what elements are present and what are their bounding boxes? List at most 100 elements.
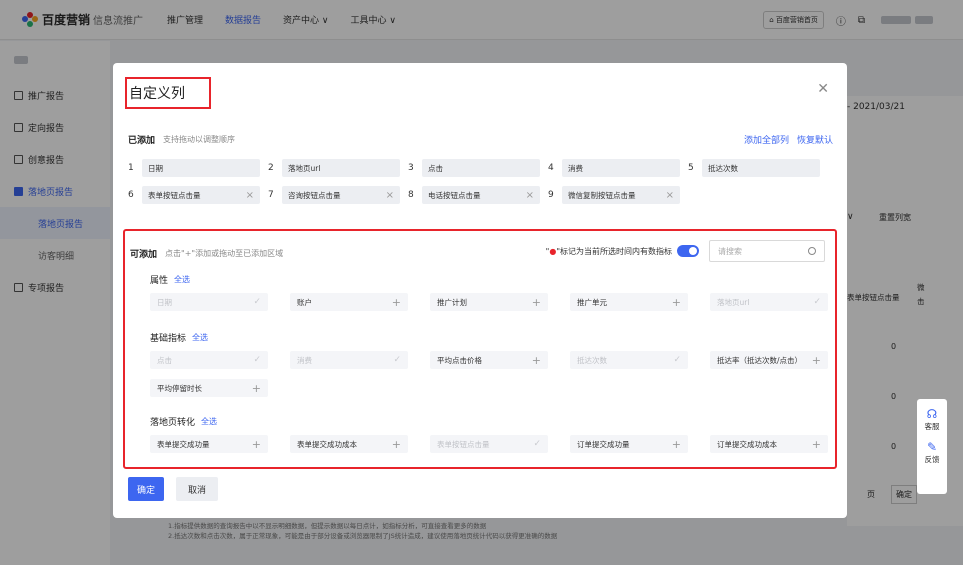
top-navbar: 百度营销 信息流推广 推广管理 数据报告 资产中心 ∨ 工具中心 ∨ ⌂ 百度营销首页…: [0, 0, 963, 40]
check-icon: ✓: [673, 355, 681, 365]
added-column-chip[interactable]: 日期: [142, 159, 260, 177]
remove-icon[interactable]: ×: [385, 189, 394, 201]
added-column-chip[interactable]: 消费: [562, 159, 680, 177]
restore-default-link[interactable]: 恢复默认: [796, 136, 833, 146]
search-icon[interactable]: [808, 247, 816, 255]
nav-item[interactable]: 资产中心 ∨: [283, 16, 329, 26]
option-label: 推广单元: [577, 297, 607, 307]
added-column-chip[interactable]: 抵达次数: [702, 159, 820, 177]
chip-label: 电话按钮点击量: [428, 190, 481, 200]
added-column-chip[interactable]: 落地页url: [282, 159, 400, 177]
nav-item[interactable]: 推广管理: [167, 16, 204, 26]
available-column-option[interactable]: 订单提交成功量+: [570, 435, 688, 453]
plus-icon[interactable]: +: [251, 437, 261, 451]
added-column-chip[interactable]: 咨询按钮点击量×: [282, 186, 400, 204]
available-column-option[interactable]: 表单提交成功成本 +: [290, 435, 408, 453]
copy-icon[interactable]: ⧉: [857, 14, 865, 26]
nav-item[interactable]: 工具中心 ∨: [350, 16, 396, 26]
sidebar-item[interactable]: 推广报告: [0, 79, 110, 111]
plus-icon[interactable]: +: [811, 353, 821, 367]
sidebar-item[interactable]: 创意报告: [0, 143, 110, 175]
available-column-option: 日期✓: [150, 293, 268, 311]
footnote: 2.抵达次数和点击次数，属于正常现象，可能是由于部分设备或浏览器限制了JS统计造…: [168, 532, 558, 540]
option-label: 抵达次数: [577, 355, 607, 365]
plus-icon[interactable]: +: [391, 295, 401, 309]
option-label: 推广计划: [437, 297, 467, 307]
available-column-option[interactable]: 平均点击价格+: [430, 351, 548, 369]
select-all-link[interactable]: 全选: [192, 333, 209, 342]
help-icon[interactable]: ⓘ: [835, 16, 846, 28]
available-column-option: 表单按钮点击量✓: [430, 435, 548, 453]
available-column-option[interactable]: 推广单元 +: [570, 293, 688, 311]
column-index: 6: [128, 190, 134, 200]
check-icon: ✓: [813, 297, 821, 307]
group-label: 属性全选: [150, 273, 190, 286]
floating-support-panel: ☊客服 ✎反馈: [917, 399, 947, 494]
plus-icon[interactable]: +: [391, 437, 401, 451]
float-panel-item[interactable]: ✎反馈: [917, 440, 947, 465]
plus-icon[interactable]: +: [251, 381, 261, 395]
cancel-button[interactable]: 取消: [176, 477, 218, 501]
available-column-option[interactable]: 平均停留时长+: [150, 379, 268, 397]
sidebar-item[interactable]: 专项报告: [0, 271, 110, 303]
sidebar-subitem[interactable]: 落地页报告: [0, 207, 110, 239]
search-input[interactable]: [718, 246, 808, 256]
available-column-option[interactable]: 订单提交成功成本+: [710, 435, 828, 453]
page-suffix: 页: [867, 490, 875, 499]
account-info[interactable]: [915, 16, 933, 24]
plus-icon[interactable]: +: [671, 295, 681, 309]
added-column-chip[interactable]: 点击: [422, 159, 540, 177]
available-column-option[interactable]: 账户 +: [290, 293, 408, 311]
available-column-option[interactable]: 推广计划 +: [430, 293, 548, 311]
option-label: 表单提交成功成本: [297, 439, 357, 449]
available-column-option: 点击✓: [150, 351, 268, 369]
added-column-chip[interactable]: 表单按钮点击量×: [142, 186, 260, 204]
added-column-chip[interactable]: 微信复制按钮点击量×: [562, 186, 680, 204]
home-button[interactable]: ⌂ 百度营销首页: [763, 11, 824, 29]
dropdown-arrow-icon[interactable]: ∨: [847, 212, 854, 222]
active-metric-toggle[interactable]: [677, 245, 699, 257]
sidebar-item[interactable]: 定向报告: [0, 111, 110, 143]
page-confirm-button[interactable]: 确定: [891, 485, 917, 504]
plus-icon[interactable]: +: [811, 437, 821, 451]
select-all-link[interactable]: 全选: [201, 417, 218, 426]
available-column-option[interactable]: 抵达率（抵达次数/点击）+: [710, 351, 828, 369]
added-column[interactable]: 8 电话按钮点击量 ×: [408, 186, 548, 204]
nav-item[interactable]: 数据报告: [225, 16, 262, 26]
column-header: 微: [917, 283, 925, 292]
sidebar-item[interactable]: 落地页报告: [0, 175, 110, 207]
remove-icon[interactable]: ×: [665, 189, 674, 201]
added-column-chip[interactable]: 电话按钮点击量 ×: [422, 186, 540, 204]
account-info[interactable]: [881, 16, 911, 24]
column-index: 8: [408, 190, 414, 200]
plus-icon[interactable]: +: [531, 295, 541, 309]
main-nav: 推广管理 数据报告 资产中心 ∨ 工具中心 ∨: [167, 1, 418, 38]
reset-col-width-button[interactable]: 重置列宽: [879, 213, 911, 222]
close-icon[interactable]: ✕: [817, 81, 829, 97]
add-all-columns-link[interactable]: 添加全部列: [743, 136, 789, 146]
available-column-option[interactable]: 表单提交成功量+: [150, 435, 268, 453]
float-panel-label: 客服: [924, 422, 940, 431]
remove-icon[interactable]: ×: [525, 189, 534, 201]
sidebar-subitem[interactable]: 访客明细: [38, 251, 75, 262]
remove-icon[interactable]: ×: [245, 189, 254, 201]
ok-button[interactable]: 确定: [128, 477, 164, 501]
available-column-option: 消费✓: [290, 351, 408, 369]
option-label: 账户: [297, 297, 312, 307]
select-all-link[interactable]: 全选: [174, 275, 191, 284]
plus-icon[interactable]: +: [671, 437, 681, 451]
date-range[interactable]: - 2021/03/21: [847, 102, 905, 112]
float-panel-item[interactable]: ☊客服: [917, 407, 947, 432]
added-section-header: 已添加 支持拖动以调整顺序: [128, 133, 235, 146]
logo[interactable]: 百度营销 信息流推广: [22, 11, 143, 28]
plus-icon[interactable]: +: [531, 353, 541, 367]
added-column[interactable]: 6 表单按钮点击量×: [128, 186, 268, 204]
